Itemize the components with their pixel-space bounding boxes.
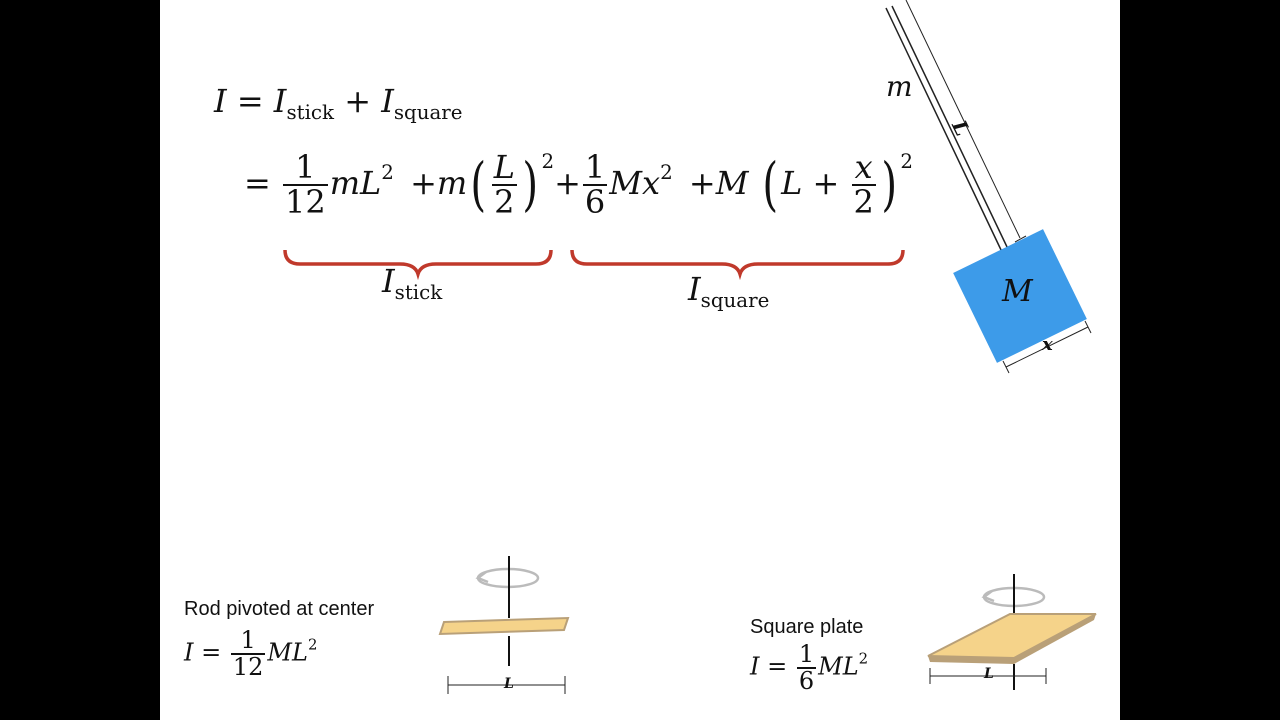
symbol-M: M	[715, 163, 749, 202]
symbol-M: M	[609, 163, 643, 202]
subscript-stick: stick	[286, 100, 335, 124]
rod-caption: Rod pivoted at center	[184, 598, 375, 620]
diagram-graphics	[283, 0, 1097, 694]
symbol-x: x	[642, 163, 661, 202]
subscript-square: square	[393, 100, 463, 124]
block-mass-label: M	[1002, 274, 1033, 309]
rod-mass-label: m	[886, 70, 913, 103]
block-M	[953, 229, 1087, 363]
equation-line-1: I = Istick + Isquare	[214, 82, 463, 124]
plus-sign: +	[812, 163, 840, 202]
rod-stick	[438, 616, 570, 636]
plus-sign: +	[688, 163, 716, 202]
block-side-label: x	[1042, 334, 1053, 355]
exponent: 2	[381, 160, 394, 184]
equals-sign: =	[236, 82, 264, 120]
underbrace-square	[570, 249, 905, 281]
plus-sign: +	[410, 163, 437, 202]
underbrace-stick	[283, 249, 553, 281]
equals-sign: =	[244, 163, 271, 202]
plus-sign: +	[554, 163, 581, 202]
symbol-m: m	[436, 163, 468, 202]
symbol-I-square: I	[381, 82, 394, 120]
symbol-I: I	[214, 82, 227, 120]
exponent: 2	[541, 150, 555, 173]
brace-label-square: Isquare	[688, 270, 770, 312]
symbol-L: L	[781, 163, 803, 202]
rod-dim-label: L	[504, 676, 514, 692]
brace-label-stick: Istick	[382, 262, 443, 304]
symbol-I-stick: I	[273, 82, 287, 120]
plus-sign: +	[344, 82, 372, 120]
plate-caption: Square plate	[750, 616, 864, 638]
symbol-L: L	[360, 163, 382, 202]
plate-dim-label: L	[984, 666, 994, 682]
exponent: 2	[660, 160, 673, 184]
exponent: 2	[900, 150, 913, 173]
symbol-m: m	[329, 163, 361, 202]
